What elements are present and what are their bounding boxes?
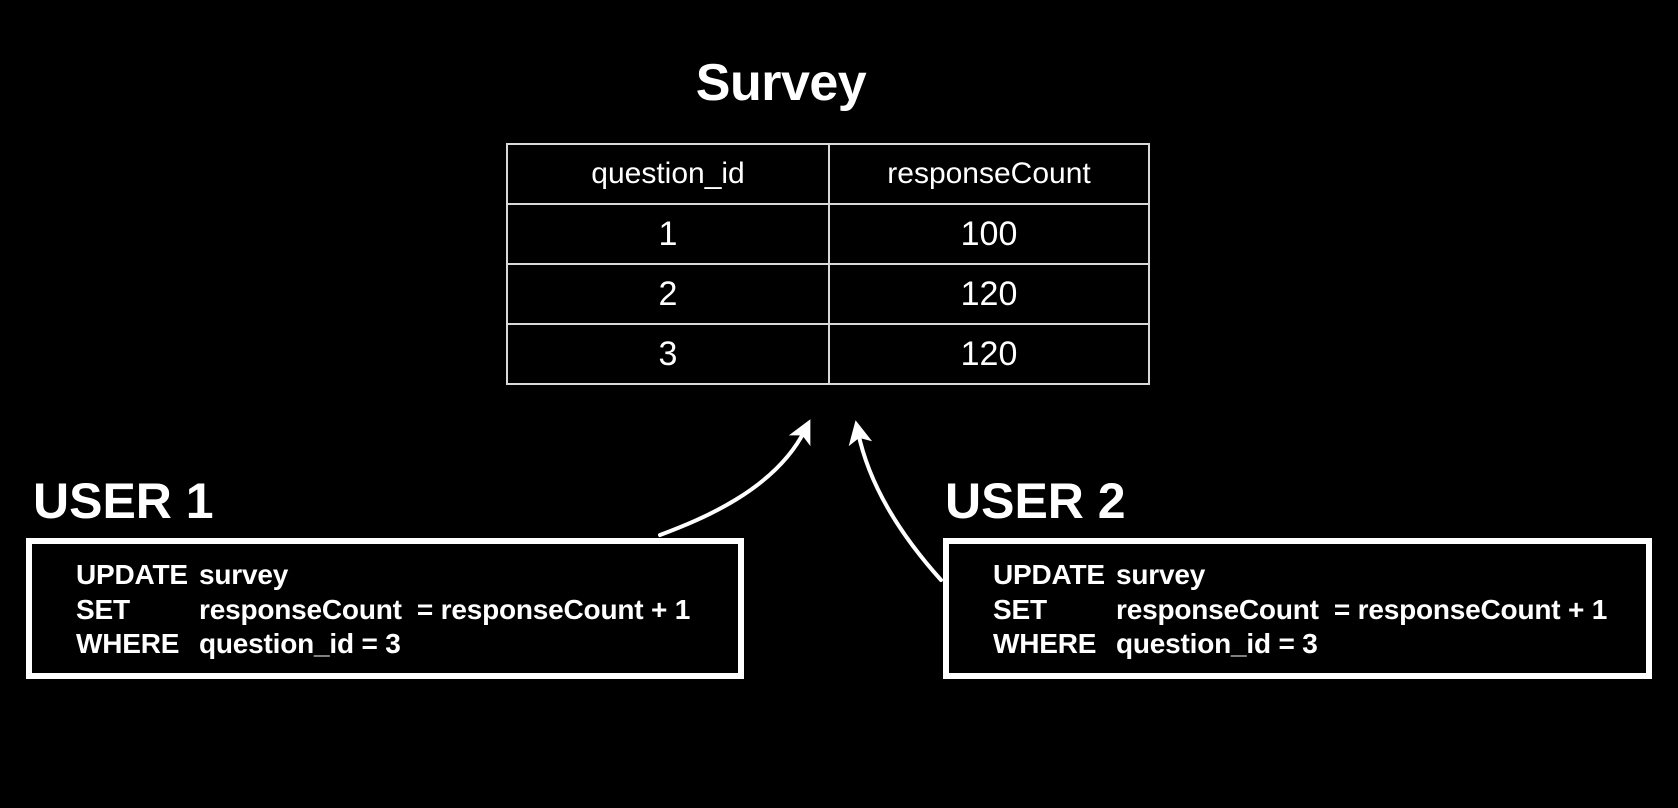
- user1-sql-box: UPDATE survey SET responseCount = response…: [26, 538, 744, 679]
- sql-text: question_id = 3: [199, 628, 401, 660]
- sql-keyword-update: UPDATE: [993, 559, 1105, 590]
- sql-keyword-where: WHERE: [76, 628, 180, 660]
- user1-sql-line-1: UPDATE survey: [76, 558, 738, 593]
- table-row: 3 120: [506, 323, 1150, 385]
- column-header-response-count: responseCount: [828, 143, 1150, 205]
- user2-sql-line-1: UPDATE survey: [993, 558, 1646, 593]
- sql-text: survey: [199, 559, 289, 590]
- sql-keyword-update: UPDATE: [76, 559, 188, 590]
- cell-question-id: 1: [506, 203, 830, 265]
- sql-text: responseCount = responseCount + 1: [1116, 593, 1608, 625]
- user1-sql-line-2: SET responseCount = responseCount + 1: [76, 593, 738, 628]
- user2-heading: USER 2: [945, 473, 1126, 529]
- sql-keyword-where: WHERE: [993, 628, 1097, 660]
- user2-sql-line-2: SET responseCount = responseCount + 1: [993, 593, 1646, 628]
- user1-sql-line-3: WHERE question_id = 3: [76, 627, 738, 662]
- sql-text: question_id = 3: [1116, 628, 1318, 660]
- column-header-question-id: question_id: [506, 143, 830, 205]
- user2-sql-box: UPDATE survey SET responseCount = response…: [943, 538, 1652, 679]
- table-row: 1 100: [506, 203, 1150, 265]
- survey-table: question_id responseCount 1 100 2 120 3 …: [506, 143, 1150, 385]
- sql-keyword-set: SET: [76, 593, 130, 625]
- cell-response-count: 100: [828, 203, 1150, 265]
- cell-question-id: 2: [506, 263, 830, 325]
- cell-response-count: 120: [828, 263, 1150, 325]
- sql-text: responseCount = responseCount + 1: [199, 593, 691, 625]
- page-title: Survey: [695, 54, 867, 112]
- arrow-user1-to-table: [658, 419, 811, 537]
- table-header-row: question_id responseCount: [506, 143, 1150, 205]
- table-row: 2 120: [506, 263, 1150, 325]
- sql-keyword-set: SET: [993, 593, 1047, 625]
- arrow-user2-to-table: [848, 420, 943, 582]
- user1-heading: USER 1: [33, 473, 214, 529]
- user2-sql-line-3: WHERE question_id = 3: [993, 627, 1646, 662]
- cell-response-count: 120: [828, 323, 1150, 385]
- sql-text: survey: [1116, 559, 1206, 590]
- cell-question-id: 3: [506, 323, 830, 385]
